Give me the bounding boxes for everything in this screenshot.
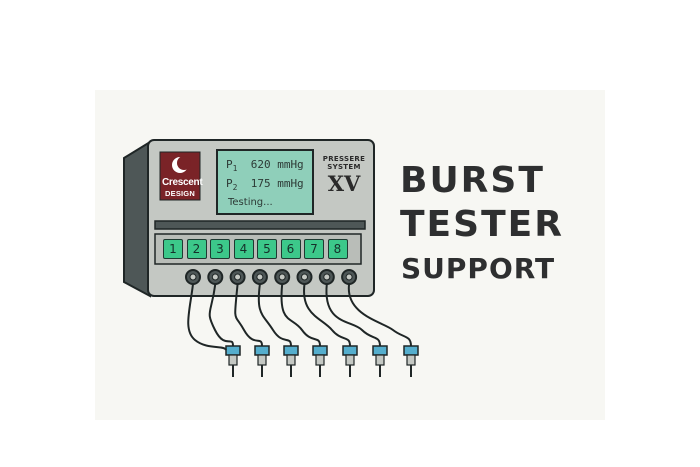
device-side-face: [123, 140, 151, 298]
card-slot: [154, 220, 366, 230]
connector-6: [296, 269, 313, 285]
port-button-3[interactable]: 3: [210, 239, 230, 259]
probe-4: [280, 283, 328, 377]
system-name-line1: PRESSERE: [322, 155, 366, 163]
system-version: XV: [327, 171, 361, 196]
port-button-4[interactable]: 4: [233, 239, 254, 259]
port-button-2[interactable]: 2: [186, 239, 207, 259]
lcd-line-p2: P2 175 mmHg: [226, 177, 304, 192]
port-button-1[interactable]: 1: [163, 239, 183, 259]
port-button-6[interactable]: 6: [280, 239, 301, 259]
connector-3: [229, 269, 246, 285]
lcd-line-p1: P1 620 mmHg: [226, 158, 304, 173]
headline-line1: BURST: [400, 160, 545, 201]
port-button-8[interactable]: 8: [327, 239, 348, 259]
probe-6: [325, 283, 388, 377]
probe-3: [257, 283, 299, 377]
connector-7: [318, 269, 335, 285]
probe-7: [348, 283, 419, 377]
probe-1: [208, 283, 241, 377]
headline-line2: TESTER: [400, 204, 564, 245]
lcd-status: Testing...: [228, 197, 273, 208]
port-button-7[interactable]: 7: [304, 239, 324, 259]
system-name-line2: SYSTEM: [327, 163, 361, 171]
probe-cables: [187, 283, 419, 377]
connector-1: [185, 269, 201, 285]
lcd-screen: [216, 149, 314, 215]
connector-8: [341, 269, 358, 285]
headline-line3: SUPPORT: [401, 252, 556, 285]
logo-brand-bottom: DESIGN: [165, 189, 195, 198]
connector-4: [251, 269, 268, 285]
connector-5: [274, 269, 291, 285]
connector-2: [207, 269, 224, 285]
probe-cable-loop: [187, 283, 227, 351]
port-connectors: [185, 269, 358, 285]
probe-5: [303, 283, 358, 377]
logo-brand-top: Crescent: [162, 177, 203, 188]
port-button-5[interactable]: 5: [257, 239, 277, 259]
probe-2: [234, 283, 270, 377]
